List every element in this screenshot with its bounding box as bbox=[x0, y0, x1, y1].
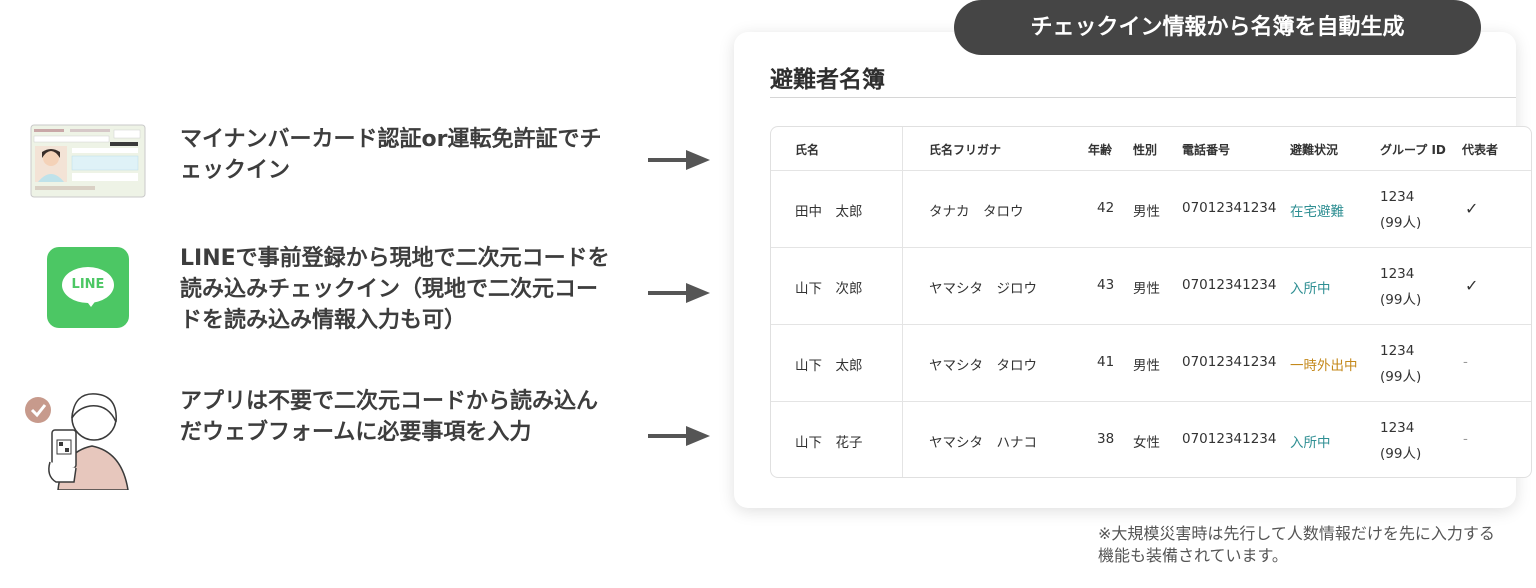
header-representative: 代表者 bbox=[1462, 143, 1499, 157]
line-app-icon: LINE bbox=[47, 247, 129, 328]
header-group-id: グループ ID bbox=[1380, 143, 1446, 157]
cell-status: 入所中 bbox=[1290, 281, 1331, 297]
cell-sex: 男性 bbox=[1133, 358, 1160, 374]
column-divider bbox=[902, 127, 903, 477]
cell-group-id: 1234 bbox=[1380, 343, 1415, 359]
method-label: マイナンバーカード認証or運転免許証でチェックイン bbox=[180, 127, 602, 183]
line-bubble-icon bbox=[62, 267, 114, 303]
evacuee-roster-panel: 避難者名簿 氏名 氏名フリガナ 年齢 性別 電話番号 避難状況 グループ ID … bbox=[734, 32, 1532, 508]
check-icon: ✓ bbox=[1465, 199, 1479, 218]
cell-sex: 男性 bbox=[1133, 281, 1160, 297]
cell-group-count: (99人) bbox=[1380, 446, 1422, 462]
arrow-right-icon bbox=[648, 150, 710, 170]
cell-status: 在宅避難 bbox=[1290, 204, 1344, 220]
cell-phone: 07012341234 bbox=[1182, 431, 1277, 447]
header-phone: 電話番号 bbox=[1182, 143, 1231, 157]
cell-phone: 07012341234 bbox=[1182, 277, 1277, 293]
cell-kana: ヤマシタ ハナコ bbox=[929, 435, 1037, 451]
header-name: 氏名 bbox=[795, 143, 820, 157]
header-kana: 氏名フリガナ bbox=[929, 143, 1002, 157]
cell-kana: ヤマシタ タロウ bbox=[929, 358, 1037, 374]
cell-name: 山下 次郎 bbox=[795, 281, 863, 297]
cell-status: 一時外出中 bbox=[1290, 358, 1358, 374]
cell-name: 山下 花子 bbox=[795, 435, 863, 451]
arrow-right-icon bbox=[648, 283, 710, 303]
cell-kana: タナカ タロウ bbox=[929, 204, 1024, 220]
auto-roster-banner: チェックイン情報から名簿を自動生成 bbox=[954, 0, 1481, 55]
cell-phone: 07012341234 bbox=[1182, 200, 1277, 216]
cell-age: 43 bbox=[1097, 277, 1115, 293]
cell-group-count: (99人) bbox=[1380, 215, 1422, 231]
table-row[interactable]: 山下 次郎 ヤマシタ ジロウ 43 男性 07012341234 入所中 123… bbox=[771, 248, 1531, 324]
arrow-right-icon bbox=[648, 426, 710, 446]
cell-sex: 男性 bbox=[1133, 204, 1160, 220]
header-age: 年齢 bbox=[1088, 143, 1113, 157]
table-row[interactable]: 田中 太郎 タナカ タロウ 42 男性 07012341234 在宅避難 123… bbox=[771, 171, 1531, 247]
cell-age: 38 bbox=[1097, 431, 1115, 447]
title-divider bbox=[770, 97, 1516, 98]
cell-name: 山下 太郎 bbox=[795, 358, 863, 374]
cell-group-count: (99人) bbox=[1380, 292, 1422, 308]
cell-name: 田中 太郎 bbox=[795, 204, 863, 220]
footnote: ※大規模災害時は先行して人数情報だけを先に入力する機能も装備されています。 bbox=[1098, 524, 1495, 565]
table-row[interactable]: 山下 花子 ヤマシタ ハナコ 38 女性 07012341234 入所中 123… bbox=[771, 402, 1531, 477]
method-label: LINEで事前登録から現地で二次元コードを読み込みチェックイン（現地で二次元コー… bbox=[180, 246, 610, 333]
panel-title: 避難者名簿 bbox=[770, 67, 885, 93]
cell-phone: 07012341234 bbox=[1182, 354, 1277, 370]
line-icon-text: LINE bbox=[71, 277, 105, 292]
method-id-card: マイナンバーカード認証or運転免許証でチェックイン bbox=[0, 108, 720, 218]
cell-age: 41 bbox=[1097, 354, 1115, 370]
check-icon: ✓ bbox=[1465, 276, 1479, 295]
cell-sex: 女性 bbox=[1133, 435, 1160, 451]
row-divider bbox=[771, 401, 1531, 402]
cell-age: 42 bbox=[1097, 200, 1115, 216]
row-divider bbox=[771, 247, 1531, 248]
evacuee-table: 氏名 氏名フリガナ 年齢 性別 電話番号 避難状況 グループ ID 代表者 田中… bbox=[770, 126, 1532, 478]
dash-text: - bbox=[1463, 431, 1468, 447]
person-with-phone-icon bbox=[25, 393, 129, 490]
dash-text: - bbox=[1463, 354, 1468, 370]
cell-status: 入所中 bbox=[1290, 435, 1331, 451]
table-row[interactable]: 山下 太郎 ヤマシタ タロウ 41 男性 07012341234 一時外出中 1… bbox=[771, 325, 1531, 401]
row-divider bbox=[771, 170, 1531, 171]
row-divider bbox=[771, 324, 1531, 325]
header-status: 避難状況 bbox=[1290, 143, 1339, 157]
cell-kana: ヤマシタ ジロウ bbox=[929, 281, 1037, 297]
id-card-icon bbox=[30, 124, 146, 198]
cell-group-count: (99人) bbox=[1380, 369, 1422, 385]
header-sex: 性別 bbox=[1133, 143, 1158, 157]
cell-group-id: 1234 bbox=[1380, 266, 1415, 282]
method-line: LINE LINEで事前登録から現地で二次元コードを読み込みチェックイン（現地で… bbox=[0, 240, 720, 350]
cell-group-id: 1234 bbox=[1380, 189, 1415, 205]
line-bubble-tail bbox=[85, 299, 97, 307]
method-label: アプリは不要で二次元コードから読み込んだウェブフォームに必要事項を入力 bbox=[180, 389, 599, 445]
cell-group-id: 1234 bbox=[1380, 420, 1415, 436]
method-web-form: アプリは不要で二次元コードから読み込んだウェブフォームに必要事項を入力 bbox=[0, 382, 720, 492]
